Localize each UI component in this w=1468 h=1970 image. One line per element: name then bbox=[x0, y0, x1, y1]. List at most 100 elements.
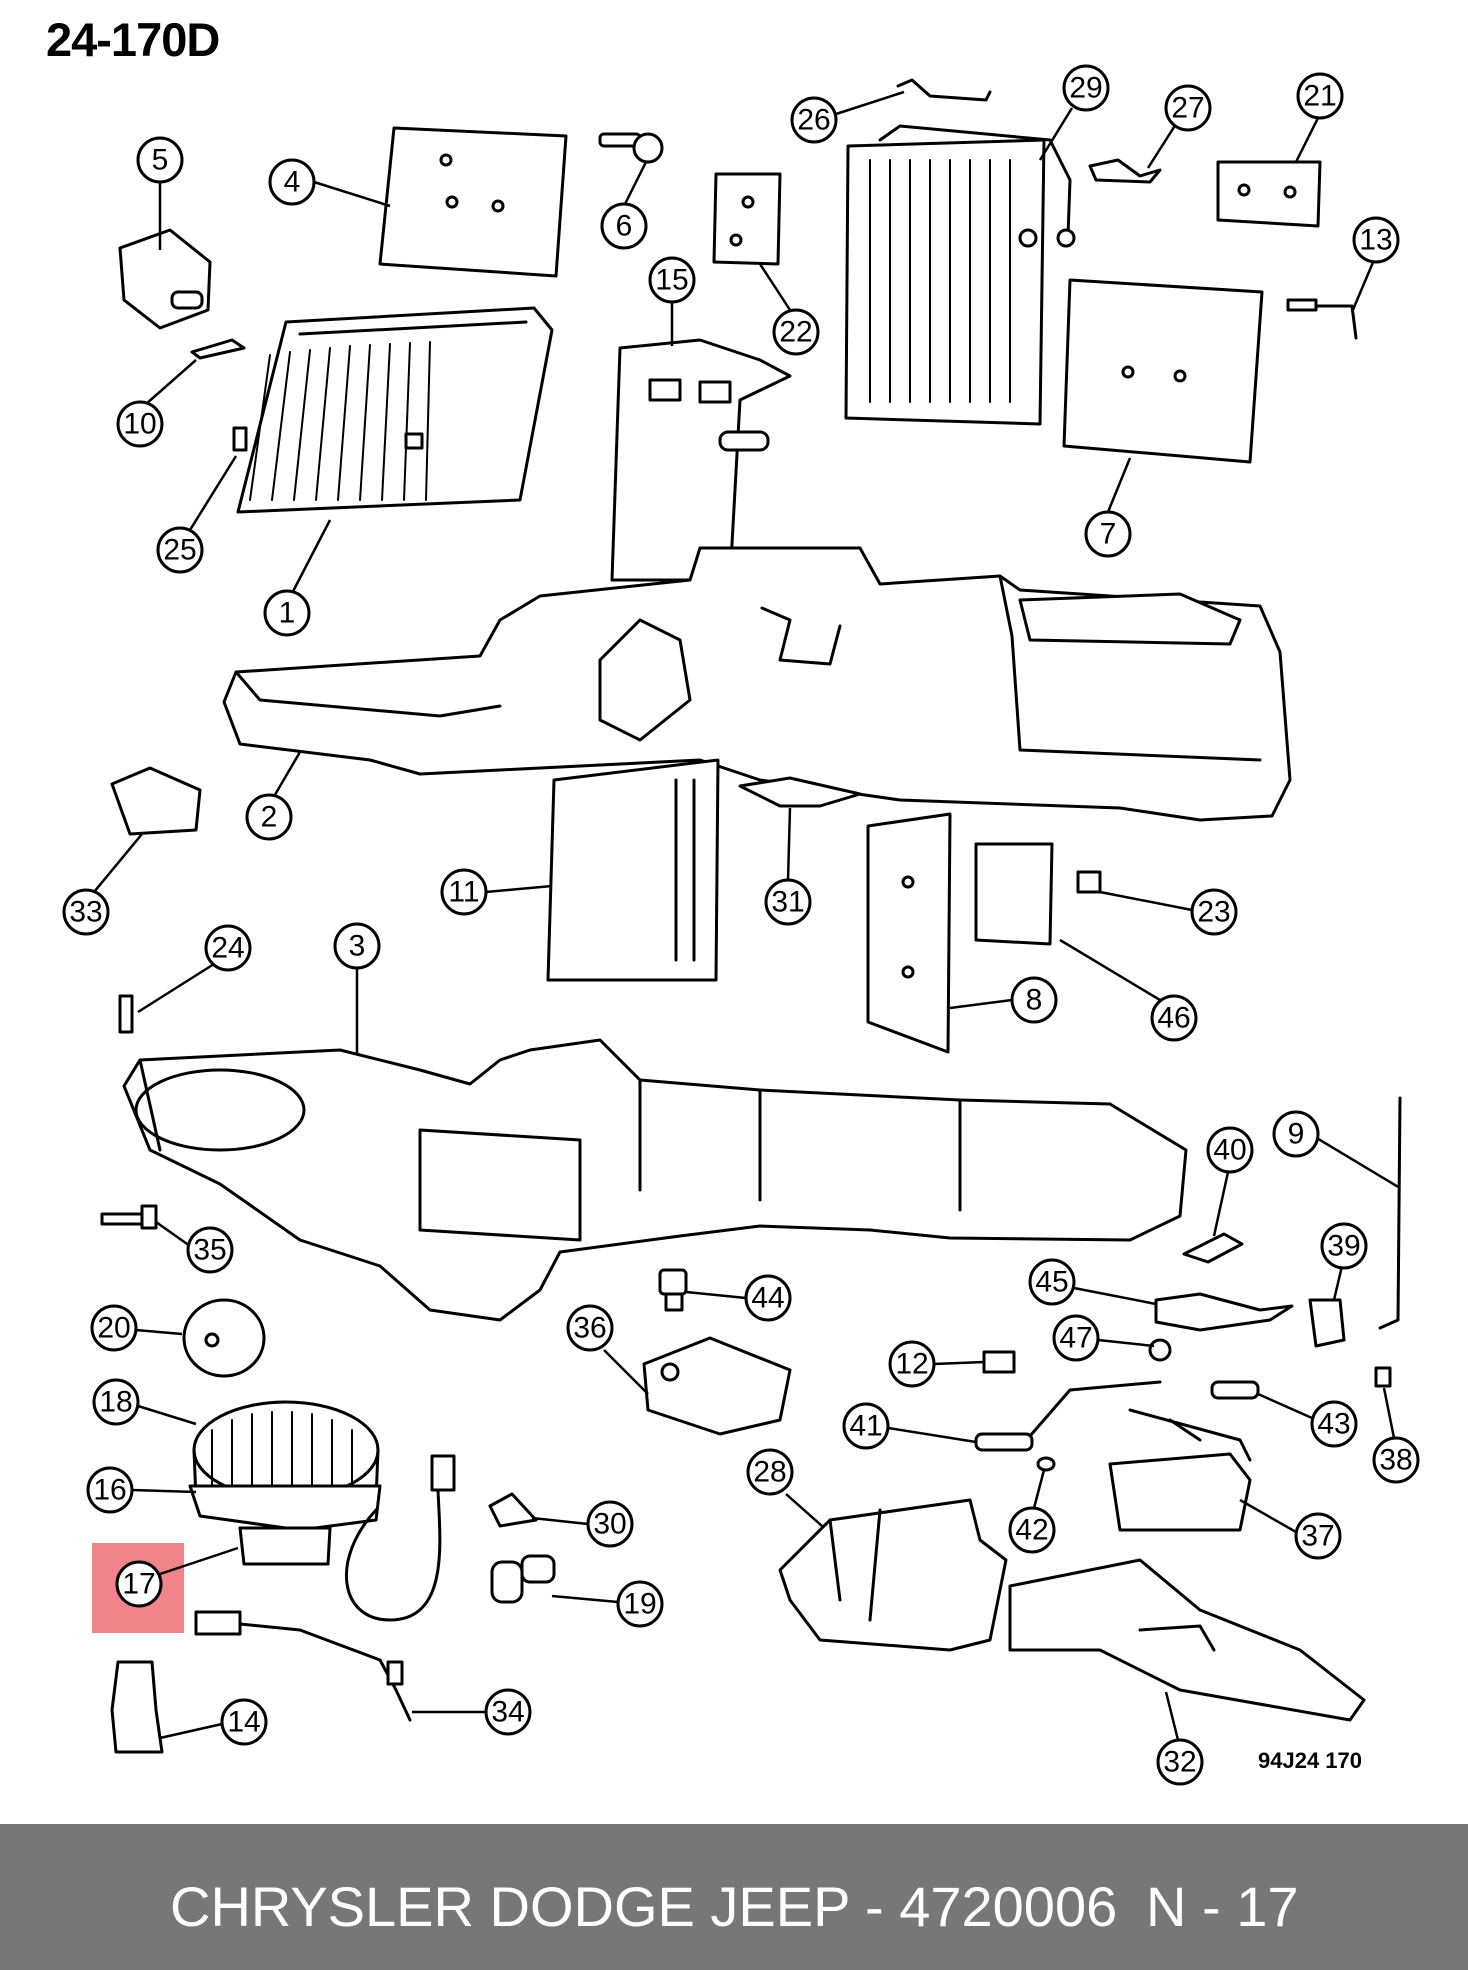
callout-13[interactable]: 13 bbox=[1350, 216, 1400, 313]
callout-44[interactable]: 44 bbox=[685, 1274, 792, 1322]
callout-9[interactable]: 9 bbox=[1272, 1110, 1401, 1190]
part-20-resistor[interactable] bbox=[182, 1298, 266, 1378]
callout-16[interactable]: 16 bbox=[86, 1466, 197, 1514]
part-27-clamp[interactable] bbox=[1088, 158, 1162, 184]
callout-22[interactable]: 22 bbox=[758, 263, 820, 356]
part-4-filter-door[interactable] bbox=[378, 126, 568, 278]
part-47-washer[interactable] bbox=[1148, 1338, 1172, 1362]
callout-11[interactable]: 11 bbox=[440, 868, 553, 916]
part-23-clip[interactable] bbox=[1076, 870, 1102, 894]
svg-text:44: 44 bbox=[751, 1282, 784, 1315]
part-13-bolt[interactable] bbox=[1286, 298, 1358, 340]
part-26-clip[interactable] bbox=[896, 78, 992, 102]
callout-38[interactable]: 38 bbox=[1372, 1387, 1420, 1484]
svg-text:45: 45 bbox=[1035, 1266, 1068, 1299]
callout-27[interactable]: 27 bbox=[1146, 84, 1212, 169]
part-32-duct[interactable] bbox=[1008, 1558, 1366, 1722]
callout-3[interactable]: 3 bbox=[333, 922, 381, 1054]
part-37-actuator[interactable] bbox=[1108, 1408, 1252, 1532]
callout-15[interactable]: 15 bbox=[648, 256, 696, 346]
part-29-heater-core[interactable] bbox=[844, 124, 1076, 426]
callout-7[interactable]: 7 bbox=[1084, 457, 1132, 558]
part-45-lever[interactable] bbox=[1154, 1292, 1294, 1332]
callout-40[interactable]: 40 bbox=[1206, 1126, 1254, 1237]
callout-35[interactable]: 35 bbox=[155, 1220, 234, 1274]
callout-21[interactable]: 21 bbox=[1294, 72, 1344, 163]
callout-45[interactable]: 45 bbox=[1028, 1258, 1157, 1306]
svg-text:23: 23 bbox=[1197, 896, 1230, 929]
part-5-bracket[interactable] bbox=[118, 228, 212, 330]
part-38-fastener[interactable] bbox=[1374, 1366, 1392, 1388]
callout-39[interactable]: 39 bbox=[1320, 1222, 1368, 1301]
part-28-duct[interactable] bbox=[778, 1498, 1008, 1652]
part-1-air-inlet-housing[interactable] bbox=[236, 306, 554, 514]
part-25-screw[interactable] bbox=[232, 426, 248, 452]
part-33-bracket[interactable] bbox=[110, 766, 202, 836]
part-10-clip[interactable] bbox=[190, 338, 246, 360]
callout-31[interactable]: 31 bbox=[764, 807, 812, 926]
svg-text:27: 27 bbox=[1171, 92, 1204, 125]
callout-18[interactable]: 18 bbox=[92, 1378, 197, 1426]
svg-text:33: 33 bbox=[69, 896, 102, 929]
part-blower-harness[interactable] bbox=[344, 1454, 456, 1622]
callout-46[interactable]: 46 bbox=[1059, 938, 1198, 1042]
callout-10[interactable]: 10 bbox=[116, 359, 197, 448]
callout-19[interactable]: 19 bbox=[551, 1580, 664, 1628]
part-40-cam[interactable] bbox=[1182, 1232, 1244, 1264]
callout-8[interactable]: 8 bbox=[949, 976, 1058, 1024]
part-34-harness[interactable] bbox=[194, 1610, 412, 1722]
callout-34[interactable]: 34 bbox=[412, 1688, 532, 1736]
callout-29[interactable]: 29 bbox=[1038, 64, 1110, 161]
part-35-screw[interactable] bbox=[100, 1204, 158, 1230]
part-7-filter[interactable] bbox=[1062, 278, 1264, 464]
callout-36[interactable]: 36 bbox=[566, 1304, 649, 1395]
part-17-blower-motor[interactable] bbox=[238, 1526, 332, 1566]
callout-28[interactable]: 28 bbox=[746, 1448, 823, 1527]
part-15-duct[interactable] bbox=[610, 338, 792, 582]
part-39-bracket[interactable] bbox=[1308, 1298, 1346, 1348]
callout-30[interactable]: 30 bbox=[531, 1500, 634, 1548]
callout-4[interactable]: 4 bbox=[268, 158, 391, 208]
svg-text:22: 22 bbox=[779, 316, 812, 349]
callout-26[interactable]: 26 bbox=[790, 90, 905, 144]
callout-42[interactable]: 42 bbox=[1008, 1469, 1056, 1554]
part-9-rod[interactable] bbox=[1378, 1096, 1402, 1330]
callout-33[interactable]: 33 bbox=[62, 833, 143, 936]
callout-41[interactable]: 41 bbox=[842, 1402, 977, 1450]
callout-1[interactable]: 1 bbox=[263, 519, 332, 637]
callout-24[interactable]: 24 bbox=[137, 924, 252, 1014]
part-19-fitting[interactable] bbox=[490, 1554, 556, 1604]
callout-20[interactable]: 20 bbox=[90, 1304, 183, 1352]
part-46-seal[interactable] bbox=[974, 842, 1054, 946]
part-36-actuator[interactable] bbox=[642, 1336, 792, 1436]
callout-37[interactable]: 37 bbox=[1239, 1498, 1342, 1560]
part-42-nut[interactable] bbox=[1036, 1456, 1056, 1472]
callout-23[interactable]: 23 bbox=[1099, 888, 1238, 936]
callout-14[interactable]: 14 bbox=[159, 1698, 268, 1746]
part-30-clip[interactable] bbox=[488, 1492, 538, 1528]
part-16-motor-flange[interactable] bbox=[188, 1484, 382, 1532]
part-6-screw[interactable] bbox=[598, 132, 664, 164]
part-12-clip[interactable] bbox=[982, 1350, 1016, 1374]
callout-2[interactable]: 2 bbox=[245, 751, 302, 841]
callout-12[interactable]: 12 bbox=[888, 1340, 985, 1388]
part-3-lower-housing[interactable] bbox=[122, 1038, 1188, 1322]
callout-17[interactable]: 17 bbox=[115, 1546, 239, 1608]
part-11-door[interactable] bbox=[546, 758, 720, 982]
part-21-block[interactable] bbox=[1216, 160, 1322, 228]
part-41-lever[interactable] bbox=[974, 1380, 1162, 1452]
callout-47[interactable]: 47 bbox=[1052, 1314, 1155, 1362]
part-44-sensor[interactable] bbox=[658, 1268, 688, 1312]
callout-25[interactable]: 25 bbox=[156, 455, 238, 574]
part-8-door[interactable] bbox=[866, 812, 952, 1054]
callout-6[interactable]: 6 bbox=[600, 161, 648, 250]
callout-43[interactable]: 43 bbox=[1257, 1392, 1358, 1448]
part-43-spring[interactable] bbox=[1210, 1380, 1260, 1400]
part-14-connector[interactable] bbox=[110, 1660, 164, 1754]
part-31-bracket[interactable] bbox=[738, 776, 862, 808]
callout-32[interactable]: 32 bbox=[1156, 1691, 1204, 1786]
part-24-screw[interactable] bbox=[118, 994, 134, 1034]
part-2-upper-housing[interactable] bbox=[222, 546, 1292, 822]
part-22-block[interactable] bbox=[712, 172, 782, 266]
callout-5[interactable]: 5 bbox=[136, 136, 184, 250]
